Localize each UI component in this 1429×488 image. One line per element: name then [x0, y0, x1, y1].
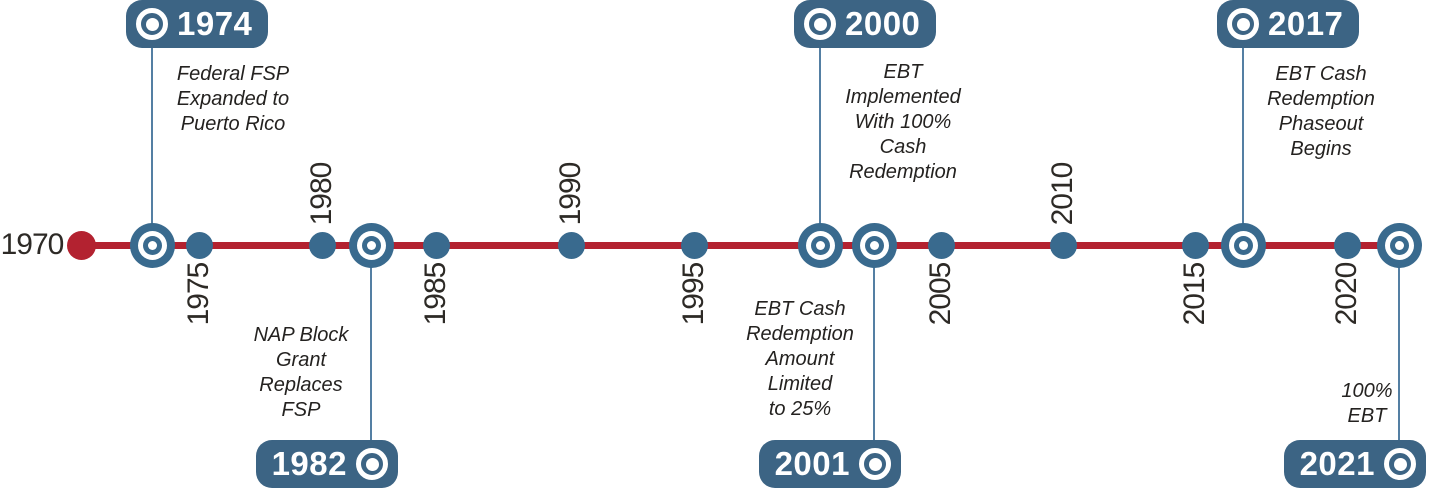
tick-dot-1990	[558, 232, 585, 259]
description-line: FSP	[281, 399, 321, 421]
description-line: NAP Block	[253, 324, 349, 346]
description-line: EBT Cash	[1275, 63, 1367, 85]
description-line: Puerto Rico	[180, 113, 286, 135]
description-line: EBT	[883, 61, 923, 83]
event-2017-connector	[1242, 47, 1244, 246]
bullseye-icon	[136, 8, 168, 40]
description-line: EBT Cash	[754, 298, 846, 320]
description-line: With 100%	[854, 111, 952, 133]
description-line: Expanded to	[176, 88, 290, 110]
description-line: Redemption	[849, 161, 957, 183]
timeline-axis	[82, 242, 1399, 249]
event-2021-description: 100% EBT	[1257, 379, 1429, 429]
tick-label-2005: 2005	[924, 262, 957, 326]
bullseye-icon	[356, 448, 388, 480]
event-2000-marker bullseye-icon	[798, 223, 843, 268]
description-line: Grant	[275, 349, 327, 371]
event-2021-badge: 2021	[1283, 440, 1426, 488]
tick-dot-2020	[1334, 232, 1361, 259]
description-line: Cash	[879, 136, 927, 158]
event-2021-marker bullseye-icon	[1377, 223, 1422, 268]
event-2001-connector	[873, 246, 875, 440]
tick-label-2015: 2015	[1178, 262, 1211, 326]
description-line: 100%	[1341, 380, 1393, 402]
event-1982-connector	[370, 246, 372, 440]
tick-label-2010: 2010	[1046, 162, 1079, 226]
event-2001-year: 2001	[774, 445, 850, 482]
description-line: Federal FSP	[176, 63, 290, 85]
bullseye-icon	[804, 8, 836, 40]
event-2000-year: 2000	[845, 5, 921, 42]
event-2017-description: EBT Cash Redemption Phaseout Begins	[1211, 62, 1429, 162]
tick-label-2020: 2020	[1330, 262, 1363, 326]
event-1974-connector	[151, 47, 153, 246]
description-line: Amount	[765, 348, 835, 370]
tick-label-1980: 1980	[305, 162, 338, 226]
event-1974-description: Federal FSP Expanded to Puerto Rico	[123, 62, 343, 137]
event-1974-marker bullseye-icon	[130, 223, 175, 268]
bullseye-icon	[1227, 8, 1259, 40]
event-1974-year: 1974	[177, 5, 253, 42]
event-2017-badge: 2017	[1217, 0, 1360, 48]
event-1982-year: 1982	[271, 445, 347, 482]
event-2000-connector	[819, 47, 821, 246]
bullseye-icon	[1384, 448, 1416, 480]
tick-label-1990: 1990	[554, 162, 587, 226]
event-2021-year: 2021	[1299, 445, 1375, 482]
event-2001-description: EBT Cash Redemption Amount Limited to 25…	[690, 297, 910, 422]
tick-dot-2015	[1182, 232, 1209, 259]
start-year-label: 1970	[0, 228, 65, 261]
event-1982-marker bullseye-icon	[349, 223, 394, 268]
bullseye-icon	[859, 448, 891, 480]
tick-dot-1985	[423, 232, 450, 259]
start-dot	[67, 231, 96, 260]
tick-dot-2010	[1050, 232, 1077, 259]
description-line: Implemented	[845, 86, 961, 108]
event-2021-connector	[1398, 246, 1400, 440]
tick-dot-1975	[186, 232, 213, 259]
event-2001-marker bullseye-icon	[852, 223, 897, 268]
event-2000-badge: 2000	[794, 0, 937, 48]
event-1982-description: NAP Block Grant Replaces FSP	[191, 323, 411, 423]
description-line: Phaseout	[1278, 113, 1364, 135]
tick-label-1985: 1985	[419, 262, 452, 326]
event-2017-marker bullseye-icon	[1221, 223, 1266, 268]
description-line: Redemption	[1267, 88, 1375, 110]
description-line: Limited	[767, 373, 833, 395]
description-line: Replaces	[259, 374, 343, 396]
description-line: EBT	[1347, 405, 1387, 427]
event-1982-badge: 1982	[255, 440, 398, 488]
tick-dot-2005	[928, 232, 955, 259]
event-2001-badge: 2001	[758, 440, 901, 488]
event-1974-badge: 1974	[126, 0, 269, 48]
description-line: Redemption	[746, 323, 854, 345]
event-2000-description: EBT Implemented With 100% Cash Redemptio…	[793, 60, 1013, 185]
description-line: Begins	[1290, 138, 1352, 160]
event-2017-year: 2017	[1268, 5, 1344, 42]
tick-dot-1980	[309, 232, 336, 259]
description-line: to 25%	[768, 398, 832, 420]
tick-dot-1995	[681, 232, 708, 259]
